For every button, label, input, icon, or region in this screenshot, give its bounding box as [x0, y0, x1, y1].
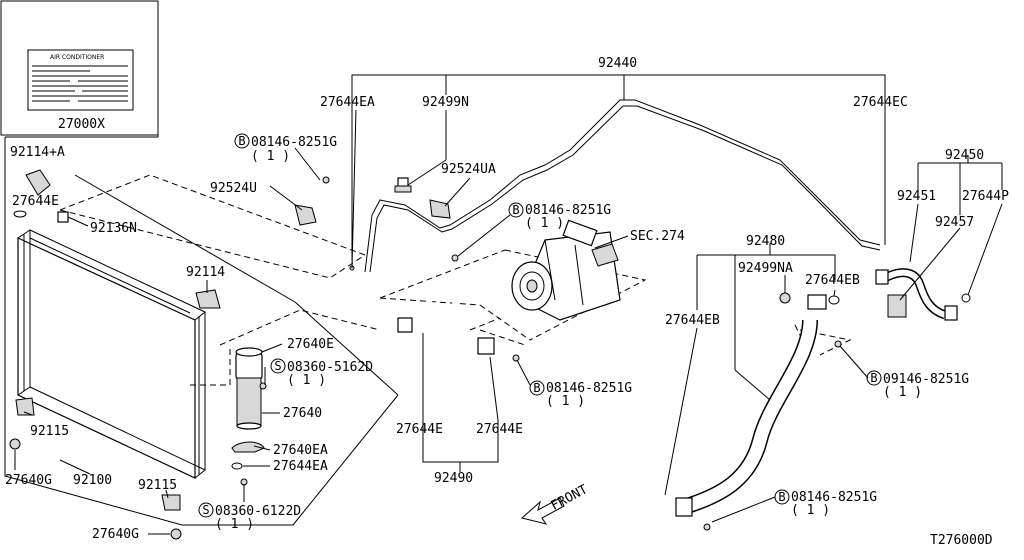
label-92524UA: 92524UA — [441, 162, 496, 177]
hose-92490-fitting-right — [477, 337, 495, 355]
label-92451: 92451 — [897, 189, 936, 204]
label-08146-b: 08146-8251G — [525, 203, 611, 218]
label-08146-d-qty: ( 1 ) — [791, 503, 830, 518]
svg-text:B: B — [238, 134, 245, 148]
label-92524U: 92524U — [210, 181, 257, 196]
svg-text:B: B — [512, 203, 519, 217]
label-sticker — [27, 49, 134, 111]
condenser-group-outline — [4, 1, 399, 526]
condenser — [17, 229, 206, 479]
label-09146-qty: ( 1 ) — [883, 385, 922, 400]
bushing-27640G-b — [170, 528, 182, 540]
bracket-92115-b — [161, 494, 181, 511]
bushing-27640G-a — [9, 438, 21, 450]
label-27640G-a: 27640G — [5, 473, 52, 488]
label-sticker-heading: AIR CONDITIONER — [50, 54, 104, 61]
svg-text:B: B — [870, 371, 877, 385]
callout-markers: B B B B B S S — [198, 133, 882, 518]
hose-92490 — [397, 280, 495, 358]
label-08146-c-qty: ( 1 ) — [546, 394, 585, 409]
label-08360-a-qty: ( 1 ) — [287, 373, 326, 388]
diagram-id: T276000D — [930, 533, 993, 548]
oring-27644E — [13, 210, 27, 218]
svg-text:B: B — [778, 490, 785, 504]
bolt-marker-b — [508, 202, 524, 218]
label-92115-b: 92115 — [138, 478, 177, 493]
bracket-92114 — [195, 289, 221, 309]
bolt-marker-d — [866, 370, 882, 386]
label-92100: 92100 — [73, 473, 112, 488]
label-08146-b-qty: ( 1 ) — [525, 216, 564, 231]
label-92490: 92490 — [434, 471, 473, 486]
label-92440: 92440 — [598, 56, 637, 71]
valve-cap-92499NA — [779, 292, 791, 304]
hose-92450 — [875, 268, 971, 321]
screw-marker-b — [198, 502, 214, 518]
label-sticker-text-lines — [32, 65, 128, 102]
bolt-marker-a — [234, 133, 250, 149]
label-27640: 27640 — [283, 406, 322, 421]
label-92115-a: 92115 — [30, 424, 69, 439]
label-27640EA: 27640EA — [273, 443, 328, 458]
hose-92490-fitting-left — [397, 317, 413, 333]
label-92480: 92480 — [746, 234, 785, 249]
pipe-92440 — [364, 99, 881, 273]
part-labels: 92440 27644EA 92499N 27644EC 08146-8251G… — [5, 56, 1009, 548]
label-08146-a-qty: ( 1 ) — [251, 149, 290, 164]
label-27644P: 27644P — [962, 189, 1009, 204]
label-08360-a: 08360-5162D — [287, 360, 373, 375]
label-27644E-c2: 27644E — [476, 422, 523, 437]
svg-text:S: S — [202, 503, 209, 517]
label-08360-b-qty: ( 1 ) — [215, 517, 254, 532]
label-SEC274: SEC.274 — [630, 229, 685, 244]
label-27640G-b: 27640G — [92, 527, 139, 542]
bracket-92115-a — [15, 397, 35, 416]
bracket-92524U — [294, 204, 317, 226]
bracket-92524UA — [429, 199, 451, 219]
label-08146-a: 08146-8251G — [251, 135, 337, 150]
svg-text:B: B — [533, 381, 540, 395]
label-09146: 09146-8251G — [883, 372, 969, 387]
dashed-outlines — [59, 174, 852, 386]
label-27644E-left: 27644E — [12, 194, 59, 209]
label-92114: 92114 — [186, 265, 225, 280]
label-27644E-c1: 27644E — [396, 422, 443, 437]
label-08360-b: 08360-6122D — [215, 504, 301, 519]
leader-92114A — [74, 174, 296, 303]
label-box-border — [0, 0, 159, 136]
label-27640E: 27640E — [287, 337, 334, 352]
hose-92450-bracket — [887, 294, 907, 318]
svg-text:S: S — [274, 359, 281, 373]
label-08146-c: 08146-8251G — [546, 381, 632, 396]
front-arrow: FRONT — [520, 482, 591, 525]
label-92499NA: 92499NA — [738, 261, 793, 276]
hose-92480-fitting — [675, 497, 693, 517]
leader-lines — [14, 74, 1003, 535]
label-27644EB-left: 27644EB — [665, 313, 720, 328]
compressor — [511, 219, 621, 321]
screw-marker-a — [270, 358, 286, 374]
receiver-drier — [231, 347, 265, 470]
label-92450: 92450 — [945, 148, 984, 163]
hose-92480 — [675, 294, 827, 517]
label-27644EC: 27644EC — [853, 95, 908, 110]
label-27644EB-right: 27644EB — [805, 273, 860, 288]
label-08146-d: 08146-8251G — [791, 490, 877, 505]
label-27644EA-top: 27644EA — [320, 95, 375, 110]
front-label: FRONT — [549, 482, 591, 514]
front-arrow-icon — [520, 497, 565, 525]
label-part-no: 27000X — [58, 117, 105, 132]
bracket-92114A — [25, 169, 51, 196]
label-92136N: 92136N — [90, 221, 137, 236]
bolt-marker-e — [774, 489, 790, 505]
label-27644EA-low: 27644EA — [273, 459, 328, 474]
label-92499N: 92499N — [422, 95, 469, 110]
bolt-marker-c — [529, 380, 545, 396]
label-92457: 92457 — [935, 215, 974, 230]
label-92114A: 92114+A — [10, 145, 65, 160]
label-box: AIR CONDITIONER 27000X — [0, 0, 159, 136]
